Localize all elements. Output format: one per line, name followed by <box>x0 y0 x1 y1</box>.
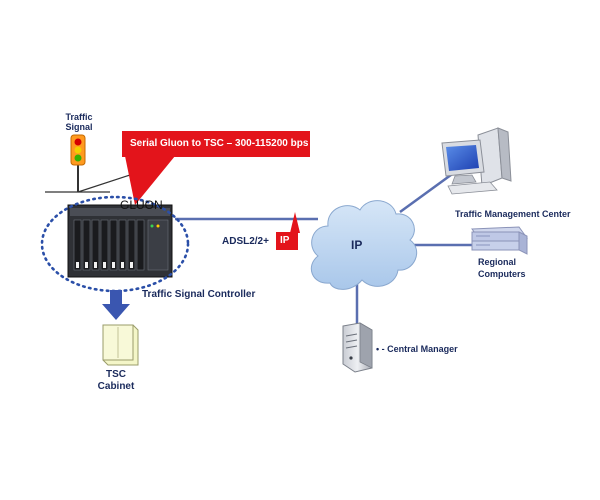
central-manager-label: • - Central Manager <box>376 344 458 354</box>
ip-cloud-icon <box>310 200 418 290</box>
traffic-signal-label: Traffic Signal <box>54 112 104 132</box>
tsc-cabinet-icon <box>102 324 139 366</box>
controller-label: Traffic Signal Controller <box>142 289 256 300</box>
traffic-signal-icon <box>70 134 86 192</box>
regional-computers-icon <box>471 226 528 255</box>
tmc-workstation-icon <box>441 127 512 195</box>
serial-callout <box>122 131 310 205</box>
ip-badge <box>276 212 300 250</box>
down-arrow-icon <box>102 290 130 320</box>
gluon-label: GLUON <box>120 198 163 212</box>
cloud-label: IP <box>351 238 363 252</box>
tsc-cabinet-label-line2: Cabinet <box>97 381 135 392</box>
signal-to-controller-line <box>77 174 131 193</box>
traffic-signal-label-line1: Traffic <box>65 112 93 122</box>
ip-badge-text: IP <box>280 235 290 246</box>
traffic-signal-controller-device <box>67 204 173 278</box>
link-cloud-to-tmc <box>399 170 456 214</box>
regional-computers-label: Regional Computers <box>478 256 526 280</box>
tmc-label: Traffic Management Center <box>455 209 571 219</box>
serial-callout-text: Serial Gluon to TSC – 300-115200 bps <box>130 138 309 149</box>
tsc-cabinet-label: TSC Cabinet <box>88 369 144 393</box>
adsl-label: ADSL2/2+ <box>222 236 269 247</box>
tsc-cabinet-label-line1: TSC <box>106 369 126 380</box>
central-manager-server-icon <box>342 322 373 373</box>
regional-label-line1: Regional <box>478 257 517 267</box>
regional-label-line2: Computers <box>478 269 526 279</box>
traffic-signal-label-line2: Signal <box>65 122 93 132</box>
